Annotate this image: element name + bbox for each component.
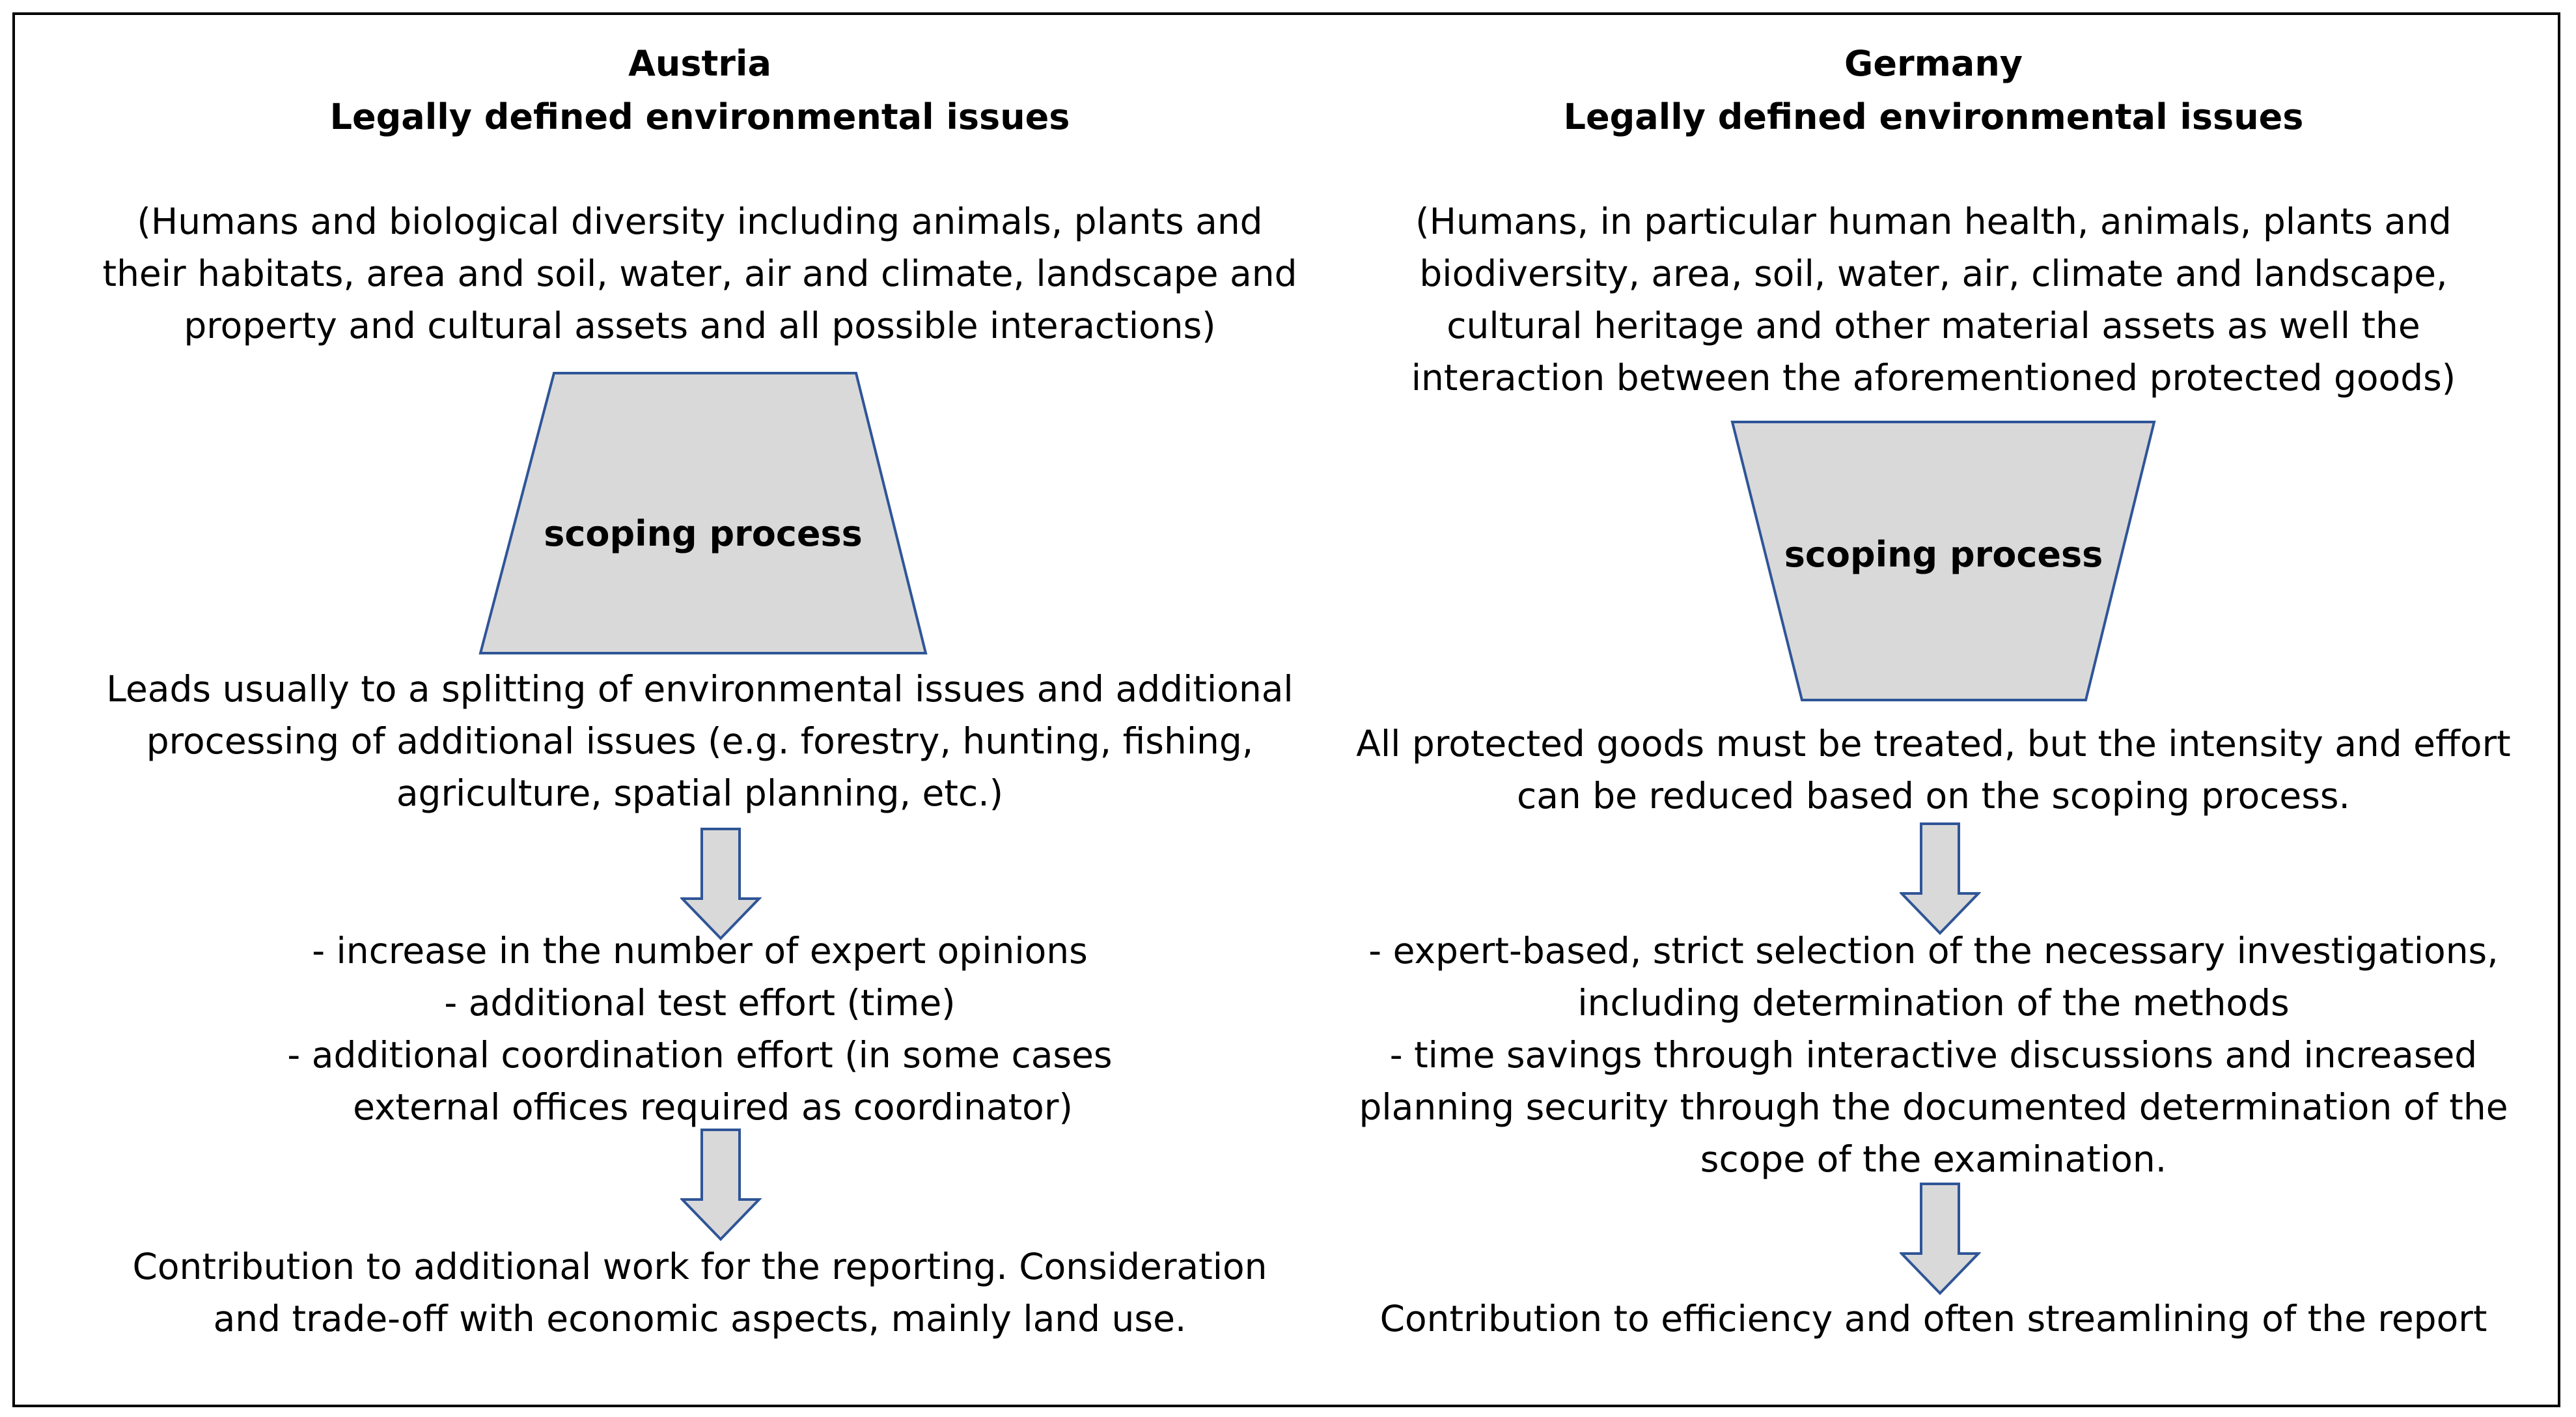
germany-subtitle: Legally defined environmental issues [1563,96,2304,137]
germany-down-arrow-icon [1900,822,1981,935]
austria-down-arrow-icon [680,1129,762,1241]
austria-title: Austria [628,43,771,84]
austria-consequence-item: - increase in the number of expert opini… [312,930,1088,972]
germany-title: Germany [1844,43,2023,84]
germany-down-arrow-icon [1900,1183,1981,1295]
austria-consequence-item: - additional coordination effort (in som… [287,1034,1113,1076]
austria-issues-text: (Humans and biological diversity includi… [102,201,1297,346]
germany-scoping-label: scoping process [1784,534,2103,575]
austria-consequence-item: external offices required as coordinator… [353,1086,1073,1128]
austria-consequence-item: - additional test effort (time) [444,982,956,1024]
austria-down-arrow-icon [680,828,762,940]
austria-scoping-trapezoid [478,372,928,654]
germany-issues-text: (Humans, in particular human health, ani… [1411,201,2456,399]
germany-scoping-trapezoid [1730,421,2156,701]
germany-leads-text: All protected goods must be treated, but… [1356,723,2511,817]
germany-consequence-item: - expert-based, strict selection of the … [1368,930,2499,972]
diagram-frame [12,12,2560,1407]
germany-consequence-item: - time savings through interactive discu… [1389,1034,2478,1076]
austria-scoping-label: scoping process [544,513,863,554]
germany-consequence-item: including determination of the methods [1577,982,2290,1024]
germany-result-text: Contribution to efficiency and often str… [1379,1298,2487,1340]
austria-leads-text: Leads usually to a splitting of environm… [106,668,1294,814]
austria-subtitle: Legally defined environmental issues [329,96,1070,137]
germany-consequence-item: scope of the examination. [1700,1138,2167,1180]
austria-result-text: Contribution to additional work for the … [132,1246,1267,1340]
germany-consequence-item: planning security through the documented… [1359,1086,2508,1128]
